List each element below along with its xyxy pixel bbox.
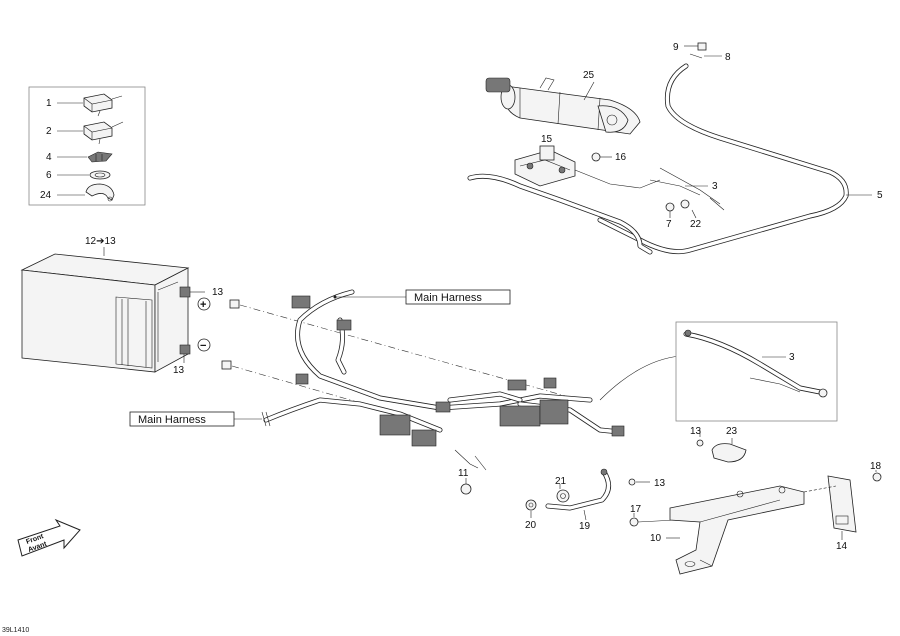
washer-22: 22 — [680, 199, 702, 230]
figure-code: 39L1410 — [2, 627, 29, 634]
label-19: 19 — [579, 521, 591, 532]
spacer-21: 21 — [555, 476, 570, 503]
relay-1: 1 — [46, 93, 123, 117]
label-6: 6 — [46, 170, 52, 181]
svg-text:−: − — [200, 340, 206, 352]
small-parts-inset: 1 2 4 6 24 — [28, 86, 146, 206]
label-7: 7 — [666, 219, 672, 230]
fuse-4: 4 — [46, 151, 113, 163]
label-14: 14 — [836, 541, 848, 552]
label-10: 10 — [650, 533, 662, 544]
label-5: 5 — [877, 190, 883, 201]
label-24: 24 — [40, 190, 52, 201]
label-17: 17 — [630, 504, 642, 515]
main-harness-callout-left: Main Harness — [129, 411, 271, 427]
screw-13-right: 13 — [690, 426, 704, 447]
svg-text:+: + — [200, 299, 206, 311]
label-2: 2 — [46, 126, 52, 137]
front-direction-arrow: Front Avant — [17, 518, 81, 557]
cable-19: 19 — [545, 468, 611, 532]
main-harness-label-left: Main Harness — [138, 414, 206, 426]
positive-terminal-icon — [197, 297, 211, 311]
cap-24: 24 — [40, 183, 115, 202]
main-harness-callout-top: Main Harness — [333, 289, 511, 305]
fuse-holder-11: 11 — [458, 468, 472, 495]
nut-13-lower: 13 — [628, 478, 666, 489]
cable-3-inset: 3 — [675, 321, 838, 422]
label-11: 11 — [458, 468, 469, 479]
label-8: 8 — [725, 52, 731, 63]
label-25: 25 — [583, 70, 595, 81]
fuse-6: 6 — [46, 170, 111, 181]
label-20: 20 — [525, 520, 537, 531]
nut-16: 16 — [591, 152, 627, 163]
label-13-right: 13 — [690, 426, 702, 437]
label-22: 22 — [690, 219, 702, 230]
relay-2: 2 — [46, 121, 124, 145]
starter-motor-25: 25 — [485, 70, 641, 135]
label-3-inset: 3 — [789, 352, 795, 363]
label-18: 18 — [870, 461, 882, 472]
screw-8: 8 — [689, 52, 731, 63]
label-13-battery-top: 13 — [212, 287, 224, 298]
label-23: 23 — [726, 426, 738, 437]
bracket-10: 10 — [650, 485, 805, 575]
label-21: 21 — [555, 476, 567, 487]
label-4: 4 — [46, 152, 52, 163]
label-13-battery-bottom: 13 — [173, 365, 185, 376]
cover-23: 23 — [711, 426, 747, 463]
nut-7: 7 — [665, 202, 675, 230]
washer-20: 20 — [525, 499, 537, 531]
negative-terminal-icon — [197, 338, 211, 352]
nut-18: 18 — [870, 461, 882, 482]
label-1: 1 — [46, 98, 52, 109]
cable-3-upper: 3 — [685, 181, 718, 192]
label-16: 16 — [615, 152, 627, 163]
cable-5: 5 — [597, 63, 883, 255]
label-3-upper: 3 — [712, 181, 718, 192]
main-harness-label-top: Main Harness — [414, 292, 482, 304]
screw-17: 17 — [629, 504, 677, 527]
nut-9: 9 — [673, 42, 707, 53]
label-9: 9 — [673, 42, 679, 53]
label-15: 15 — [541, 134, 553, 145]
label-13-lower: 13 — [654, 478, 666, 489]
starter-solenoid-15: 15 — [467, 134, 725, 255]
battery: 12➔13 13 13 + − — [20, 236, 240, 376]
plate-14: 14 — [803, 475, 857, 552]
label-12-13: 12➔13 — [85, 236, 116, 247]
main-harness — [263, 289, 681, 471]
arrow-icon — [17, 518, 81, 557]
